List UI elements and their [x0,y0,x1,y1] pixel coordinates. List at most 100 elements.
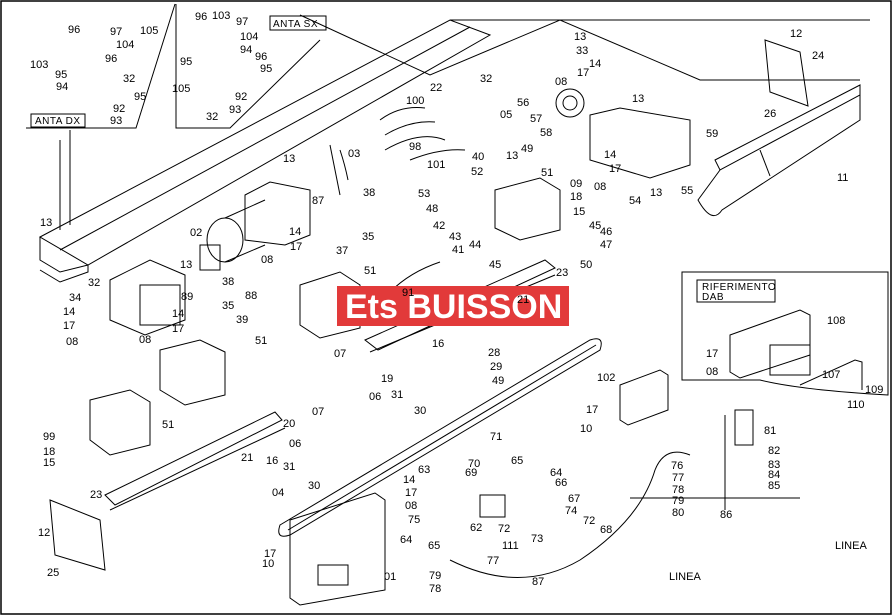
part-label-46: 46 [600,226,612,238]
part-label-50: 50 [580,259,592,271]
dab-label: DAB [702,292,724,303]
part-label-100: 100 [406,95,424,107]
part-label-31: 31 [391,389,403,401]
part-label-23: 23 [556,267,568,279]
part-label-20: 20 [283,418,295,430]
part-label-107: 107 [822,369,840,381]
part-label-16: 16 [266,455,278,467]
part-label-70: 70 [468,458,480,470]
part-label-51: 51 [364,265,376,277]
part-label-88: 88 [245,290,257,302]
bracket-59 [589,107,691,179]
part-label-69: 69 [465,467,477,479]
part-label-17: 17 [63,320,75,332]
part-label-34: 34 [69,292,81,304]
part-label-12: 12 [790,28,802,40]
part-label-13: 13 [574,31,586,43]
part-label-08: 08 [405,500,417,512]
part-label-89: 89 [181,291,193,303]
part-label-55: 55 [681,185,693,197]
linea-label: LINEA [669,571,701,583]
part-label-92: 92 [113,103,125,115]
part-label-103: 103 [30,59,48,71]
anta-sx-detail-box: ANTA SX [175,4,327,129]
carriage-51-low [159,339,226,406]
part-label-86: 86 [720,509,732,521]
part-label-105: 105 [140,25,158,37]
carriage-51-bottom [89,389,151,456]
part-label-79: 79 [429,570,441,582]
part-label-95: 95 [180,56,192,68]
part-label-77: 77 [487,555,499,567]
linea-label: LINEA [835,540,867,552]
part-label-09: 09 [570,178,582,190]
cover-profile-22 [38,19,870,283]
part-label-94: 94 [240,44,252,56]
carriage-51-mid [299,271,361,339]
part-label-64: 64 [400,534,412,546]
part-label-75: 75 [408,514,420,526]
part-label-49: 49 [521,143,533,155]
part-label-11: 11 [837,172,848,184]
part-label-15: 15 [43,457,55,469]
part-label-40: 40 [472,151,484,163]
part-label-76: 76 [671,460,683,472]
part-label-37: 37 [336,245,348,257]
part-label-96: 96 [195,11,207,23]
part-label-94: 94 [56,81,68,93]
part-label-32: 32 [480,73,492,85]
part-label-68: 68 [600,524,612,536]
part-label-35: 35 [362,231,374,243]
part-label-22: 22 [430,82,442,94]
part-label-64: 64 [550,467,562,479]
part-label-52: 52 [471,166,483,178]
control-unit-01 [289,492,386,606]
part-label-87: 87 [312,195,324,207]
part-label-14: 14 [403,474,415,486]
part-label-17: 17 [609,163,621,175]
part-label-13: 13 [506,150,518,162]
part-label-26: 26 [764,108,776,120]
bracket-102 [619,369,669,426]
part-label-17: 17 [706,348,718,360]
part-label-96: 96 [255,51,267,63]
part-label-104: 104 [116,39,134,51]
part-label-81: 81 [764,425,776,437]
riferimento-dab-box: RIFERIMENTO DAB [681,271,889,396]
part-label-19: 19 [381,373,393,385]
part-label-83: 83 [768,459,780,471]
part-label-71: 71 [490,431,502,443]
part-label-45: 45 [589,220,601,232]
part-label-13: 13 [180,259,192,271]
lock-81 [724,409,754,510]
anta-dx-detail-box: ANTA DX [26,3,176,129]
part-label-32: 32 [206,111,218,123]
part-label-38: 38 [222,276,234,288]
part-label-24: 24 [812,50,824,62]
part-label-98: 98 [409,141,421,153]
part-label-108: 108 [827,315,845,327]
part-label-23: 23 [90,489,102,501]
part-label-14: 14 [172,308,184,320]
part-label-39: 39 [236,314,248,326]
part-label-101: 101 [427,159,445,171]
part-label-95: 95 [260,63,272,75]
part-label-08: 08 [261,254,273,266]
part-label-08: 08 [555,76,567,88]
part-label-92: 92 [235,91,247,103]
part-label-06: 06 [289,438,301,450]
part-label-25: 25 [47,567,59,579]
part-label-28: 28 [488,347,500,359]
part-label-47: 47 [600,239,612,251]
part-label-17: 17 [586,404,598,416]
part-label-65: 65 [428,540,440,552]
pulley-56 [555,88,585,118]
part-label-41: 41 [452,244,464,256]
part-label-48: 48 [426,203,438,215]
part-label-58: 58 [540,127,552,139]
part-label-110: 110 [847,399,865,411]
part-label-17: 17 [172,323,184,335]
